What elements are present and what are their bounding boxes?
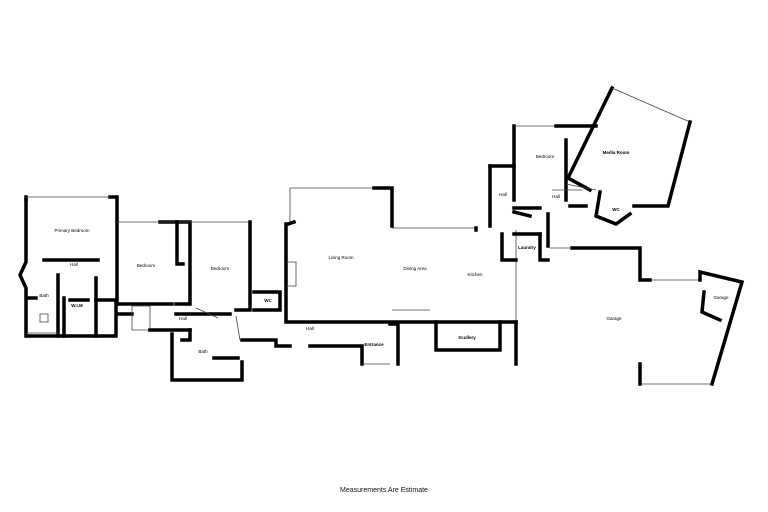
measurements-note: Measurements Are Estimate (340, 487, 428, 494)
label-garage: Garage (606, 316, 622, 321)
label-bedroom-3: Bedroom (536, 154, 555, 159)
label-media-room: Media Room (603, 150, 630, 155)
label-scullery: Scullery (458, 335, 476, 340)
label-bath-primary: Bath (39, 293, 49, 298)
label-wc-main: WC (264, 298, 272, 303)
label-kitchen: Kitchen (467, 272, 483, 277)
label-wim: W.I.M (71, 303, 83, 308)
label-hall-primary: Hall (70, 262, 78, 267)
label-hall-right: Hall (499, 192, 507, 197)
label-dining-area: Dining Area (403, 266, 427, 271)
label-wc-right: WC (612, 207, 620, 212)
right-block (488, 124, 598, 262)
living-dining-kitchen (285, 186, 518, 366)
label-living-room: Living Room (328, 255, 353, 260)
label-hall-main: Hall (179, 316, 187, 321)
label-bath-main: Bath (198, 349, 208, 354)
label-entrance: Entrance (364, 342, 384, 347)
bedroom-wing (115, 220, 252, 332)
label-primary-bedroom: Primary Bedroom (54, 228, 89, 233)
label-laundry: Laundry (518, 245, 536, 250)
garage (550, 246, 745, 387)
label-bedroom-1: Bedroom (137, 263, 156, 268)
main-bath (170, 315, 292, 382)
room-labels: Primary Bedroom Hall Bath W.I.M Bedroom … (39, 150, 729, 354)
label-hall-lower: Hall (306, 326, 314, 331)
primary-bedroom-wing (18, 195, 119, 338)
label-garage-small: Garage (713, 295, 729, 300)
media-room (565, 85, 693, 226)
label-bedroom-2: Bedroom (211, 266, 230, 271)
label-hall-small: Hall (552, 194, 560, 199)
wc-main-area (252, 222, 518, 324)
